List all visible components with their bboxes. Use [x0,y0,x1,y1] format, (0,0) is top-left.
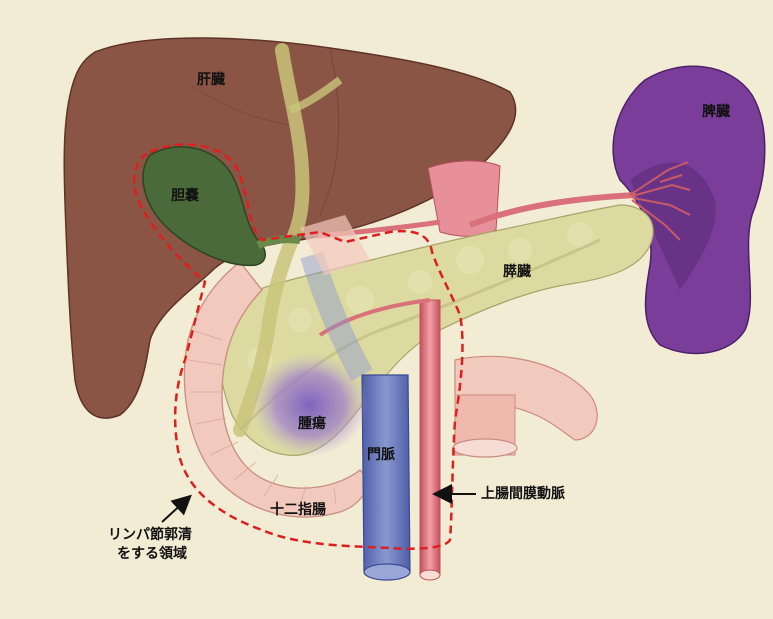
portal-vein-label: 門脈 [367,447,395,463]
duodenum-shape [183,261,371,518]
lymph-dissection-label-line2: をする領域 [117,546,187,562]
gallbladder-label: 胆嚢 [171,188,199,204]
tumor-shape [252,353,368,457]
spleen-label: 脾臓 [702,104,730,120]
dissection-boundary [133,143,464,550]
tumor-label: 腫瘍 [298,416,326,432]
splenic-artery [468,192,636,228]
splenic-branches [629,161,691,241]
pancreas-label: 膵臓 [503,264,531,280]
sma-label: 上腸間膜動脈 [481,486,565,502]
bile-duct [233,43,310,437]
duodenum-label: 十二指腸 [270,502,326,518]
lymph-dissection-label-line1: リンパ節郭清 [108,527,192,543]
lymph-arrow [161,494,192,523]
sma-vessel [419,299,441,576]
gallbladder-shape [142,146,266,267]
duodenum-folds [187,329,337,506]
portal-vein [361,374,411,573]
liver-label: 肝臓 [197,72,225,88]
aorta-shape [427,160,501,237]
